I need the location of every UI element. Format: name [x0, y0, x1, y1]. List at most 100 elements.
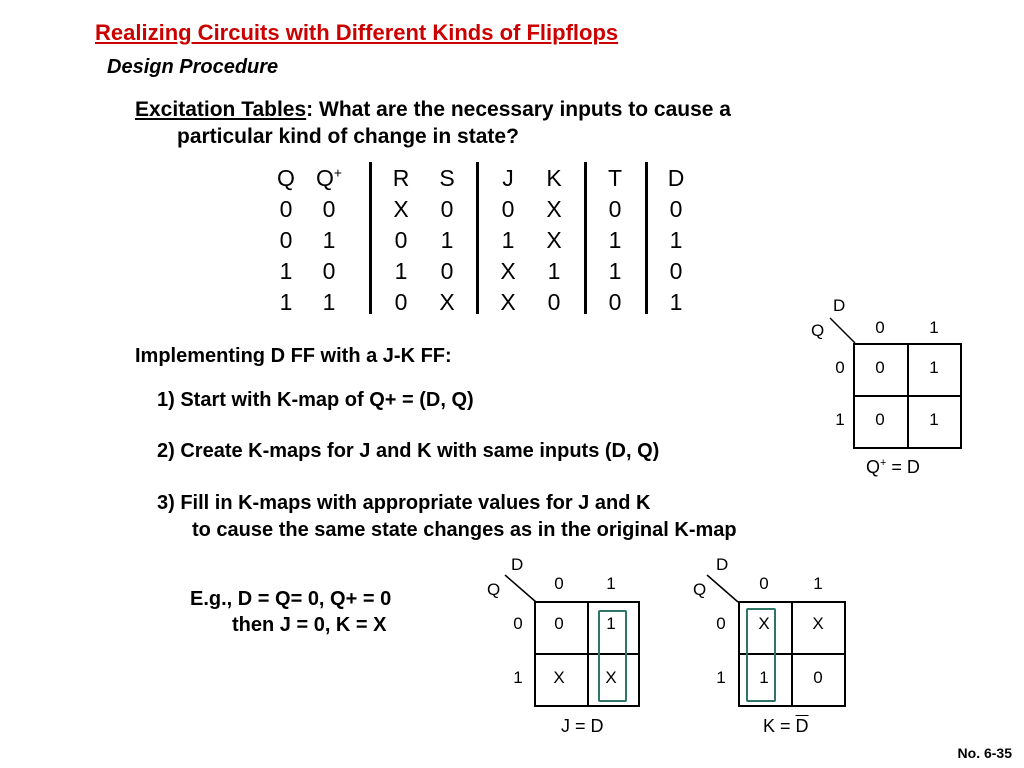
kmap-qplus-row-var: Q — [811, 321, 825, 340]
table-cell: 0 — [394, 289, 408, 315]
kmap-j-divider — [534, 653, 640, 655]
table-column-divider — [476, 162, 479, 314]
table-cell: 0 — [440, 196, 454, 222]
kmap-j-row-head: 0 — [513, 614, 523, 633]
table-cell: 1 — [669, 227, 683, 253]
table-header: J — [502, 165, 514, 191]
table-header: T — [607, 165, 623, 191]
table-cell: 0 — [279, 196, 293, 222]
table-cell: 1 — [394, 258, 408, 284]
table-cell: 1 — [322, 289, 336, 315]
kmap-j-col-var: D — [511, 555, 524, 574]
excitation-line2: particular kind of change in state? — [177, 125, 519, 148]
table-cell: X — [546, 227, 562, 253]
kmap-qplus-cell: 0 — [875, 410, 885, 429]
step-2: 2) Create K-maps for J and K with same i… — [157, 440, 660, 462]
kmap-k-row-head: 0 — [716, 614, 726, 633]
table-cell: 0 — [669, 258, 683, 284]
table-cell: 1 — [547, 258, 561, 284]
kmap-j-caption: J = D — [561, 716, 604, 736]
kmap-k-cell: 0 — [813, 668, 823, 687]
implementing-heading: Implementing D FF with a J-K FF: — [135, 345, 452, 367]
kmap-j-cell: X — [605, 668, 617, 687]
kmap-k-cell: X — [812, 614, 824, 633]
table-column-divider — [584, 162, 587, 314]
kmap-k-col-head: 0 — [759, 574, 769, 593]
kmap-j-grouping — [598, 610, 627, 702]
step-1: 1) Start with K-map of Q+ = (D, Q) — [157, 389, 474, 411]
kmap-k-cell: 1 — [759, 668, 769, 687]
table-cell: 1 — [608, 227, 622, 253]
table-cell: 0 — [279, 227, 293, 253]
kmap-k-row-head: 1 — [716, 668, 726, 687]
table-cell: 0 — [440, 258, 454, 284]
table-cell: 0 — [608, 289, 622, 315]
kmap-qplus-col-head: 1 — [929, 318, 939, 337]
table-cell: 0 — [322, 196, 336, 222]
excitation-label: Excitation Tables — [135, 98, 307, 121]
kmap-j-cell: 0 — [554, 614, 564, 633]
kmap-j-row-head: 1 — [513, 668, 523, 687]
kmap-k-col-var: D — [716, 555, 729, 574]
excitation-line1: : What are the necessary inputs to cause… — [306, 98, 731, 121]
kmap-qplus-caption: Q+ = D — [866, 457, 920, 477]
kmap-qplus-row-head: 0 — [835, 358, 845, 377]
table-header: Q+ — [316, 165, 342, 191]
example-line2: then J = 0, K = X — [232, 614, 387, 636]
kmap-qplus-col-var: D — [833, 296, 846, 315]
step-3: 3) Fill in K-maps with appropriate value… — [157, 492, 651, 514]
table-column-divider — [369, 162, 372, 314]
kmap-qplus-cell: 0 — [875, 358, 885, 377]
kmap-qplus-col-head: 0 — [875, 318, 885, 337]
kmap-k-cell: X — [758, 614, 770, 633]
kmap-j-cell: X — [553, 668, 565, 687]
table-header: D — [667, 165, 685, 191]
table-cell: 0 — [394, 227, 408, 253]
kmap-k-col-head: 1 — [813, 574, 823, 593]
table-cell: X — [546, 196, 562, 222]
kmap-j-cell: 1 — [606, 614, 616, 633]
table-column-divider — [645, 162, 648, 314]
table-cell: 1 — [501, 227, 515, 253]
kmap-k-row-var: Q — [693, 580, 707, 599]
table-cell: 1 — [608, 258, 622, 284]
d-complement: D — [795, 716, 809, 736]
table-header: S — [439, 165, 455, 191]
slide-title: Realizing Circuits with Different Kinds … — [95, 20, 619, 45]
table-cell: X — [393, 196, 409, 222]
table-header: R — [392, 165, 410, 191]
table-cell: 1 — [322, 227, 336, 253]
kmap-j-row-var: Q — [487, 580, 501, 599]
table-cell: X — [439, 289, 455, 315]
table-cell: 0 — [608, 196, 622, 222]
table-cell: 1 — [279, 258, 293, 284]
table-header: Q — [277, 165, 295, 191]
example-line1: E.g., D = Q= 0, Q+ = 0 — [190, 588, 392, 610]
kmap-qplus-cell: 1 — [929, 410, 939, 429]
table-cell: 0 — [547, 289, 561, 315]
kmap-j-col-head: 0 — [554, 574, 564, 593]
table-cell: 0 — [501, 196, 515, 222]
slide-subtitle: Design Procedure — [107, 56, 279, 78]
table-cell: X — [500, 258, 516, 284]
excitation-question: Excitation Tables: What are the necessar… — [135, 96, 731, 150]
q-plus-superscript: + — [333, 165, 342, 181]
table-cell: 1 — [669, 289, 683, 315]
kmap-qplus-cell: 1 — [929, 358, 939, 377]
kmap-k-divider — [738, 653, 846, 655]
table-cell: 0 — [322, 258, 336, 284]
kmap-qplus-divider — [853, 395, 962, 397]
kmap-qplus-row-head: 1 — [835, 410, 845, 429]
table-cell: X — [500, 289, 516, 315]
table-header: K — [546, 165, 562, 191]
step-3-continued: to cause the same state changes as in th… — [192, 519, 737, 541]
table-cell: 0 — [669, 196, 683, 222]
table-cell: 1 — [440, 227, 454, 253]
table-cell: 1 — [279, 289, 293, 315]
kmap-k-grouping — [746, 608, 776, 702]
kmap-j-col-head: 1 — [606, 574, 616, 593]
slide-number: No. 6-35 — [957, 745, 1012, 761]
